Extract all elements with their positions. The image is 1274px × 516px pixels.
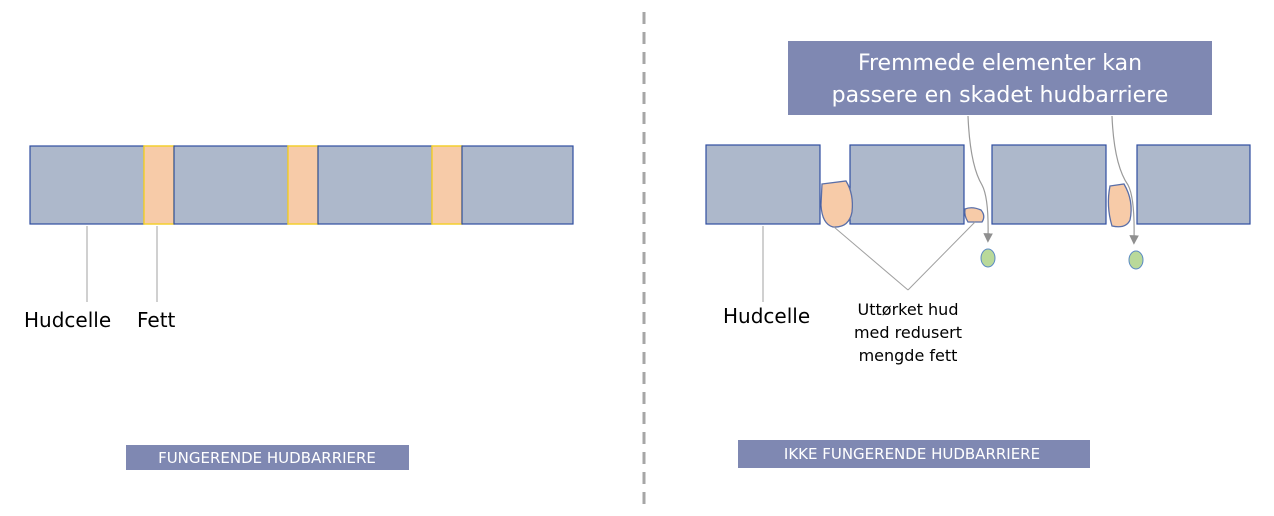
skin-cell xyxy=(991,144,1107,225)
dry-skin-label-line-2: med redusert xyxy=(854,323,962,342)
skin-cell xyxy=(461,145,574,225)
caption-banner xyxy=(738,440,1090,468)
skin-cell-label: Hudcelle xyxy=(24,308,111,332)
skin-cell xyxy=(173,145,289,225)
foreign-particle xyxy=(980,248,996,268)
dry-skin-pointer xyxy=(833,226,909,291)
dry-fat-fragment xyxy=(964,207,985,223)
fat-label: Fett xyxy=(137,308,176,332)
callout-banner xyxy=(788,41,1212,115)
callout-line-1: Fremmede elementer kan xyxy=(858,51,1142,76)
fat-layer xyxy=(287,145,319,225)
particle-path-arrow xyxy=(967,115,993,243)
callout-line-2: passere en skadet hudbarriere xyxy=(832,83,1169,108)
fat-layer xyxy=(431,145,463,225)
fat-layer xyxy=(143,145,175,225)
skin-cell xyxy=(317,145,433,225)
dry-skin-pointer xyxy=(907,221,976,291)
damaged-barrier-panel: Fremmede elementer kan passere en skadet… xyxy=(705,41,1251,468)
caption-text: FUNGERENDE HUDBARRIERE xyxy=(158,449,376,467)
caption-banner xyxy=(126,445,409,470)
skin-cell xyxy=(849,144,965,225)
functioning-barrier-panel: Hudcelle Fett FUNGERENDE HUDBARRIERE xyxy=(24,145,574,470)
skin-cell xyxy=(705,144,821,225)
caption-text: IKKE FUNGERENDE HUDBARRIERE xyxy=(784,445,1040,463)
particle-path-arrow xyxy=(1111,115,1139,245)
dry-fat-fragment xyxy=(820,180,854,228)
foreign-particle xyxy=(1128,250,1144,270)
skin-cell-label: Hudcelle xyxy=(723,304,810,328)
dry-skin-label-line-1: Uttørket hud xyxy=(858,300,959,319)
dry-skin-label-line-3: mengde fett xyxy=(859,346,958,365)
skin-cell xyxy=(29,145,145,225)
skin-cell xyxy=(1136,144,1251,225)
dry-fat-fragment xyxy=(1107,183,1132,228)
